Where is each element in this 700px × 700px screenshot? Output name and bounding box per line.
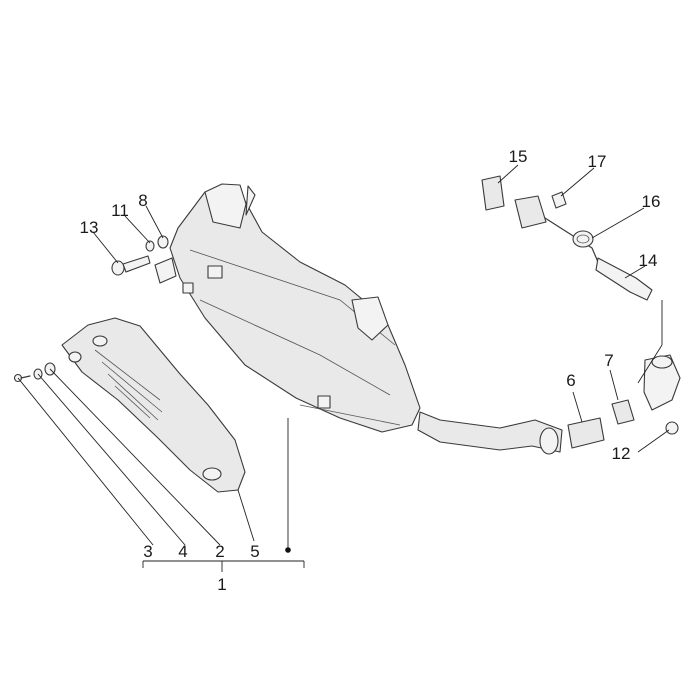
muffler-side-bracket xyxy=(351,296,389,341)
gasket-7 xyxy=(611,399,635,425)
callout-17: 17 xyxy=(588,152,607,171)
exhaust-pipe xyxy=(417,411,563,455)
callout-6: 6 xyxy=(566,371,575,390)
callout-3: 3 xyxy=(143,542,152,561)
callout-5: 5 xyxy=(250,542,259,561)
hose-clamp-16 xyxy=(572,230,594,248)
callout-7: 7 xyxy=(604,351,613,370)
callout-16: 16 xyxy=(642,192,661,211)
connector-cover-15 xyxy=(481,175,505,211)
callout-14: 14 xyxy=(639,251,658,270)
lambda-boss-12 xyxy=(665,421,679,435)
callout-2: 2 xyxy=(215,542,224,561)
callout-4: 4 xyxy=(178,542,187,561)
bolt-13 xyxy=(111,255,151,276)
washer-8 xyxy=(157,235,169,249)
lambda-sensor-14 xyxy=(514,195,653,301)
muffler-top-bracket xyxy=(204,183,256,229)
cable-clip-17 xyxy=(551,191,567,209)
clamp-6 xyxy=(567,417,605,449)
mounting-clip xyxy=(182,265,331,409)
elbow-flange xyxy=(643,354,681,411)
washer-11 xyxy=(145,240,155,252)
callout-15: 15 xyxy=(509,147,528,166)
callout-12: 12 xyxy=(612,444,631,463)
screw-3 xyxy=(13,373,31,383)
muffler-body xyxy=(169,187,421,433)
callout-11: 11 xyxy=(111,201,129,220)
callout-1: 1 xyxy=(217,575,226,594)
callout-8: 8 xyxy=(138,191,147,210)
heat-shield xyxy=(61,317,246,493)
muffler-inlet-stub xyxy=(154,257,177,284)
callout-13: 13 xyxy=(80,218,99,237)
leader-lines xyxy=(17,164,670,572)
